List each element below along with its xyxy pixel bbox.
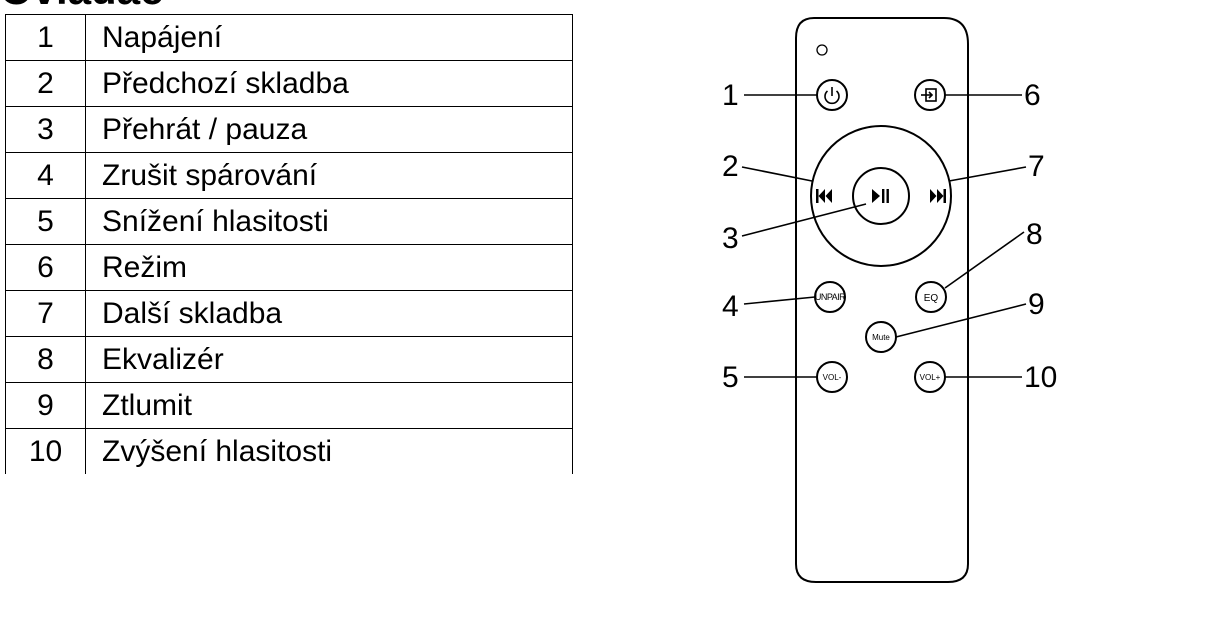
row-number: 7: [5, 290, 86, 337]
row-label: Snížení hlasitosti: [85, 198, 573, 245]
row-label: Zrušit spárování: [85, 152, 573, 199]
callout-5: 5: [722, 361, 739, 394]
callout-lines: [741, 94, 1027, 378]
previous-track-icon: [816, 189, 832, 203]
row-label: Ekvalizér: [85, 336, 573, 383]
row-label: Napájení: [85, 14, 573, 61]
row-number: 1: [5, 14, 86, 61]
row-number: 5: [5, 198, 86, 245]
callout-4: 4: [722, 290, 739, 323]
unpair-label: UNPAIR: [815, 292, 846, 302]
callout-8: 8: [1026, 218, 1043, 251]
row-number: 2: [5, 60, 86, 107]
play-pause-icon: [872, 189, 889, 203]
callout-2: 2: [722, 150, 739, 183]
section-heading: Ovladač: [0, 0, 1205, 14]
row-label: Přehrát / pauza: [85, 106, 573, 153]
row-number: 4: [5, 152, 86, 199]
vol-down-label: VOL-: [823, 373, 842, 382]
input-source-icon: [921, 88, 937, 102]
eq-button[interactable]: [915, 281, 947, 313]
callout-3: 3: [722, 222, 739, 255]
mute-label: Mute: [872, 333, 890, 342]
callout-9: 9: [1028, 288, 1045, 321]
vol-up-label: VOL+: [920, 373, 941, 382]
row-number: 10: [5, 428, 86, 474]
power-button[interactable]: [816, 79, 848, 111]
callout-1: 1: [722, 79, 739, 112]
callout-7: 7: [1028, 150, 1045, 183]
callout-6: 6: [1024, 79, 1041, 112]
remote-body: [795, 17, 969, 583]
row-label: Ztlumit: [85, 382, 573, 429]
remote-diagram: UNPAIR EQ Mute VOL- VOL+ 1 2 3 4 5 6 7 8…: [722, 17, 1057, 583]
indicator-led: [816, 44, 828, 56]
row-number: 3: [5, 106, 86, 153]
next-track-icon: [930, 189, 946, 203]
row-label: Zvýšení hlasitosti: [85, 428, 573, 474]
row-label: Předchozí skladba: [85, 60, 573, 107]
power-icon: [824, 87, 840, 105]
row-number: 6: [5, 244, 86, 291]
row-label: Další skladba: [85, 290, 573, 337]
row-label: Režim: [85, 244, 573, 291]
callout-10: 10: [1024, 361, 1057, 394]
mode-button[interactable]: [914, 79, 946, 111]
row-number: 8: [5, 336, 86, 383]
row-number: 9: [5, 382, 86, 429]
play-pause-button[interactable]: [852, 167, 910, 225]
nav-ring: [810, 125, 952, 267]
section-heading-text: Ovladač: [0, 0, 163, 14]
eq-label: EQ: [924, 293, 939, 304]
